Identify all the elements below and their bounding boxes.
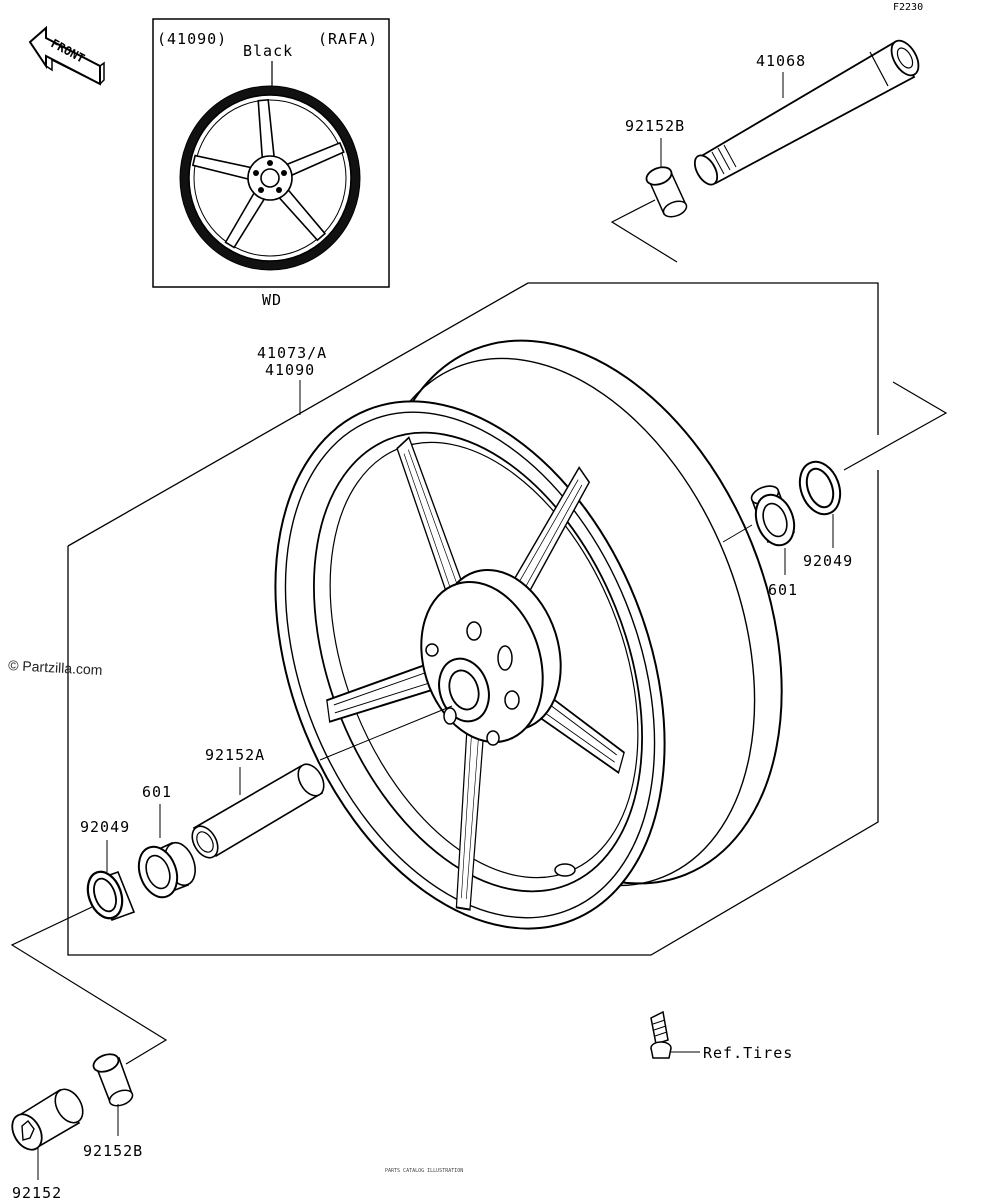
black-wheel-icon xyxy=(179,85,361,271)
label-41073a: 41073/A xyxy=(257,344,327,362)
axle-nut-icon xyxy=(11,1088,84,1151)
wheel-variant-inset: (41090) Black (RAFA) WD xyxy=(152,18,390,309)
bearing-right-icon xyxy=(750,485,796,575)
label-41090: 41090 xyxy=(265,361,315,379)
label-41068: 41068 xyxy=(756,52,806,70)
oil-seal-right-icon xyxy=(798,460,842,548)
label-92152a: 92152A xyxy=(205,746,265,764)
label-92049-right: 92049 xyxy=(803,552,853,570)
label-92152b-top: 92152B xyxy=(625,117,685,135)
label-92152: 92152 xyxy=(12,1184,62,1200)
collar-bottom-icon xyxy=(92,1053,134,1107)
figure-code: F2230 xyxy=(893,2,923,13)
spacer-icon xyxy=(191,763,325,859)
inset-caption: WD xyxy=(262,291,282,309)
front-arrow-icon: FRONT xyxy=(28,25,105,86)
assembly-frame xyxy=(67,282,879,956)
axle-icon xyxy=(693,39,920,186)
inset-part-number: (41090) xyxy=(157,30,227,48)
label-92049-left: 92049 xyxy=(80,818,130,836)
front-wheel-icon xyxy=(274,339,783,930)
bearing-left-icon xyxy=(137,841,196,899)
label-601-right: 601 xyxy=(768,581,798,599)
watermark: © Partzilla.com xyxy=(8,657,103,678)
footer-fineprint: PARTS CATALOG ILLUSTRATION xyxy=(385,1168,463,1174)
oil-seal-left-icon xyxy=(86,870,136,922)
tire-valve-icon xyxy=(650,1010,700,1059)
inset-color-name: Black xyxy=(243,42,293,60)
label-601-left: 601 xyxy=(142,783,172,801)
collar-top-icon xyxy=(645,166,688,218)
label-92152b-bottom: 92152B xyxy=(83,1142,143,1160)
inset-color-code: (RAFA) xyxy=(318,30,378,48)
label-ref-tires: Ref.Tires xyxy=(703,1044,793,1062)
